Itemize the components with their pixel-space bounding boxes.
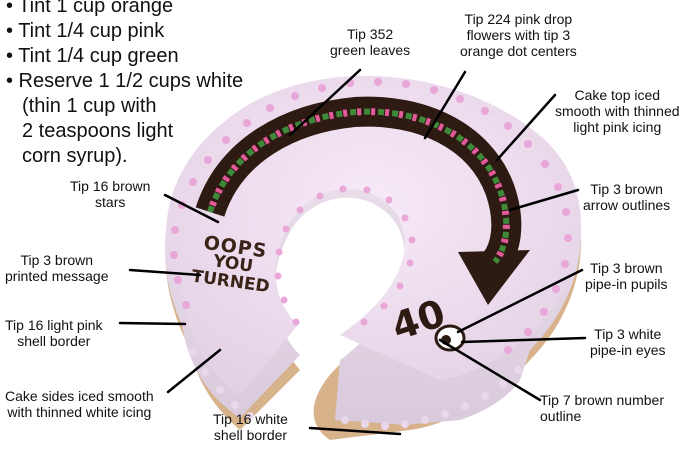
label-cake-top: Cake top icedsmooth with thinnedlight pi… <box>555 87 680 135</box>
label-tip16-pink: Tip 16 light pinkshell border <box>5 317 103 349</box>
label-tip3-message: Tip 3 brownprinted message <box>5 252 109 284</box>
label-sides: Cake sides iced smoothwith thinned white… <box>5 388 154 420</box>
label-tip3-eyes: Tip 3 whitepipe-in eyes <box>590 326 666 358</box>
label-tip224: Tip 224 pink dropflowers with tip 3orang… <box>460 11 577 59</box>
label-tip16-brown: Tip 16 brownstars <box>70 178 150 210</box>
label-tip16-white: Tip 16 whiteshell border <box>213 411 288 443</box>
label-tip3-pupils: Tip 3 brownpipe-in pupils <box>585 260 668 292</box>
label-tip3-arrow: Tip 3 brownarrow outlines <box>583 181 670 213</box>
label-tip7: Tip 7 brown numberoutline <box>540 392 664 424</box>
label-tip352: Tip 352green leaves <box>330 26 410 58</box>
